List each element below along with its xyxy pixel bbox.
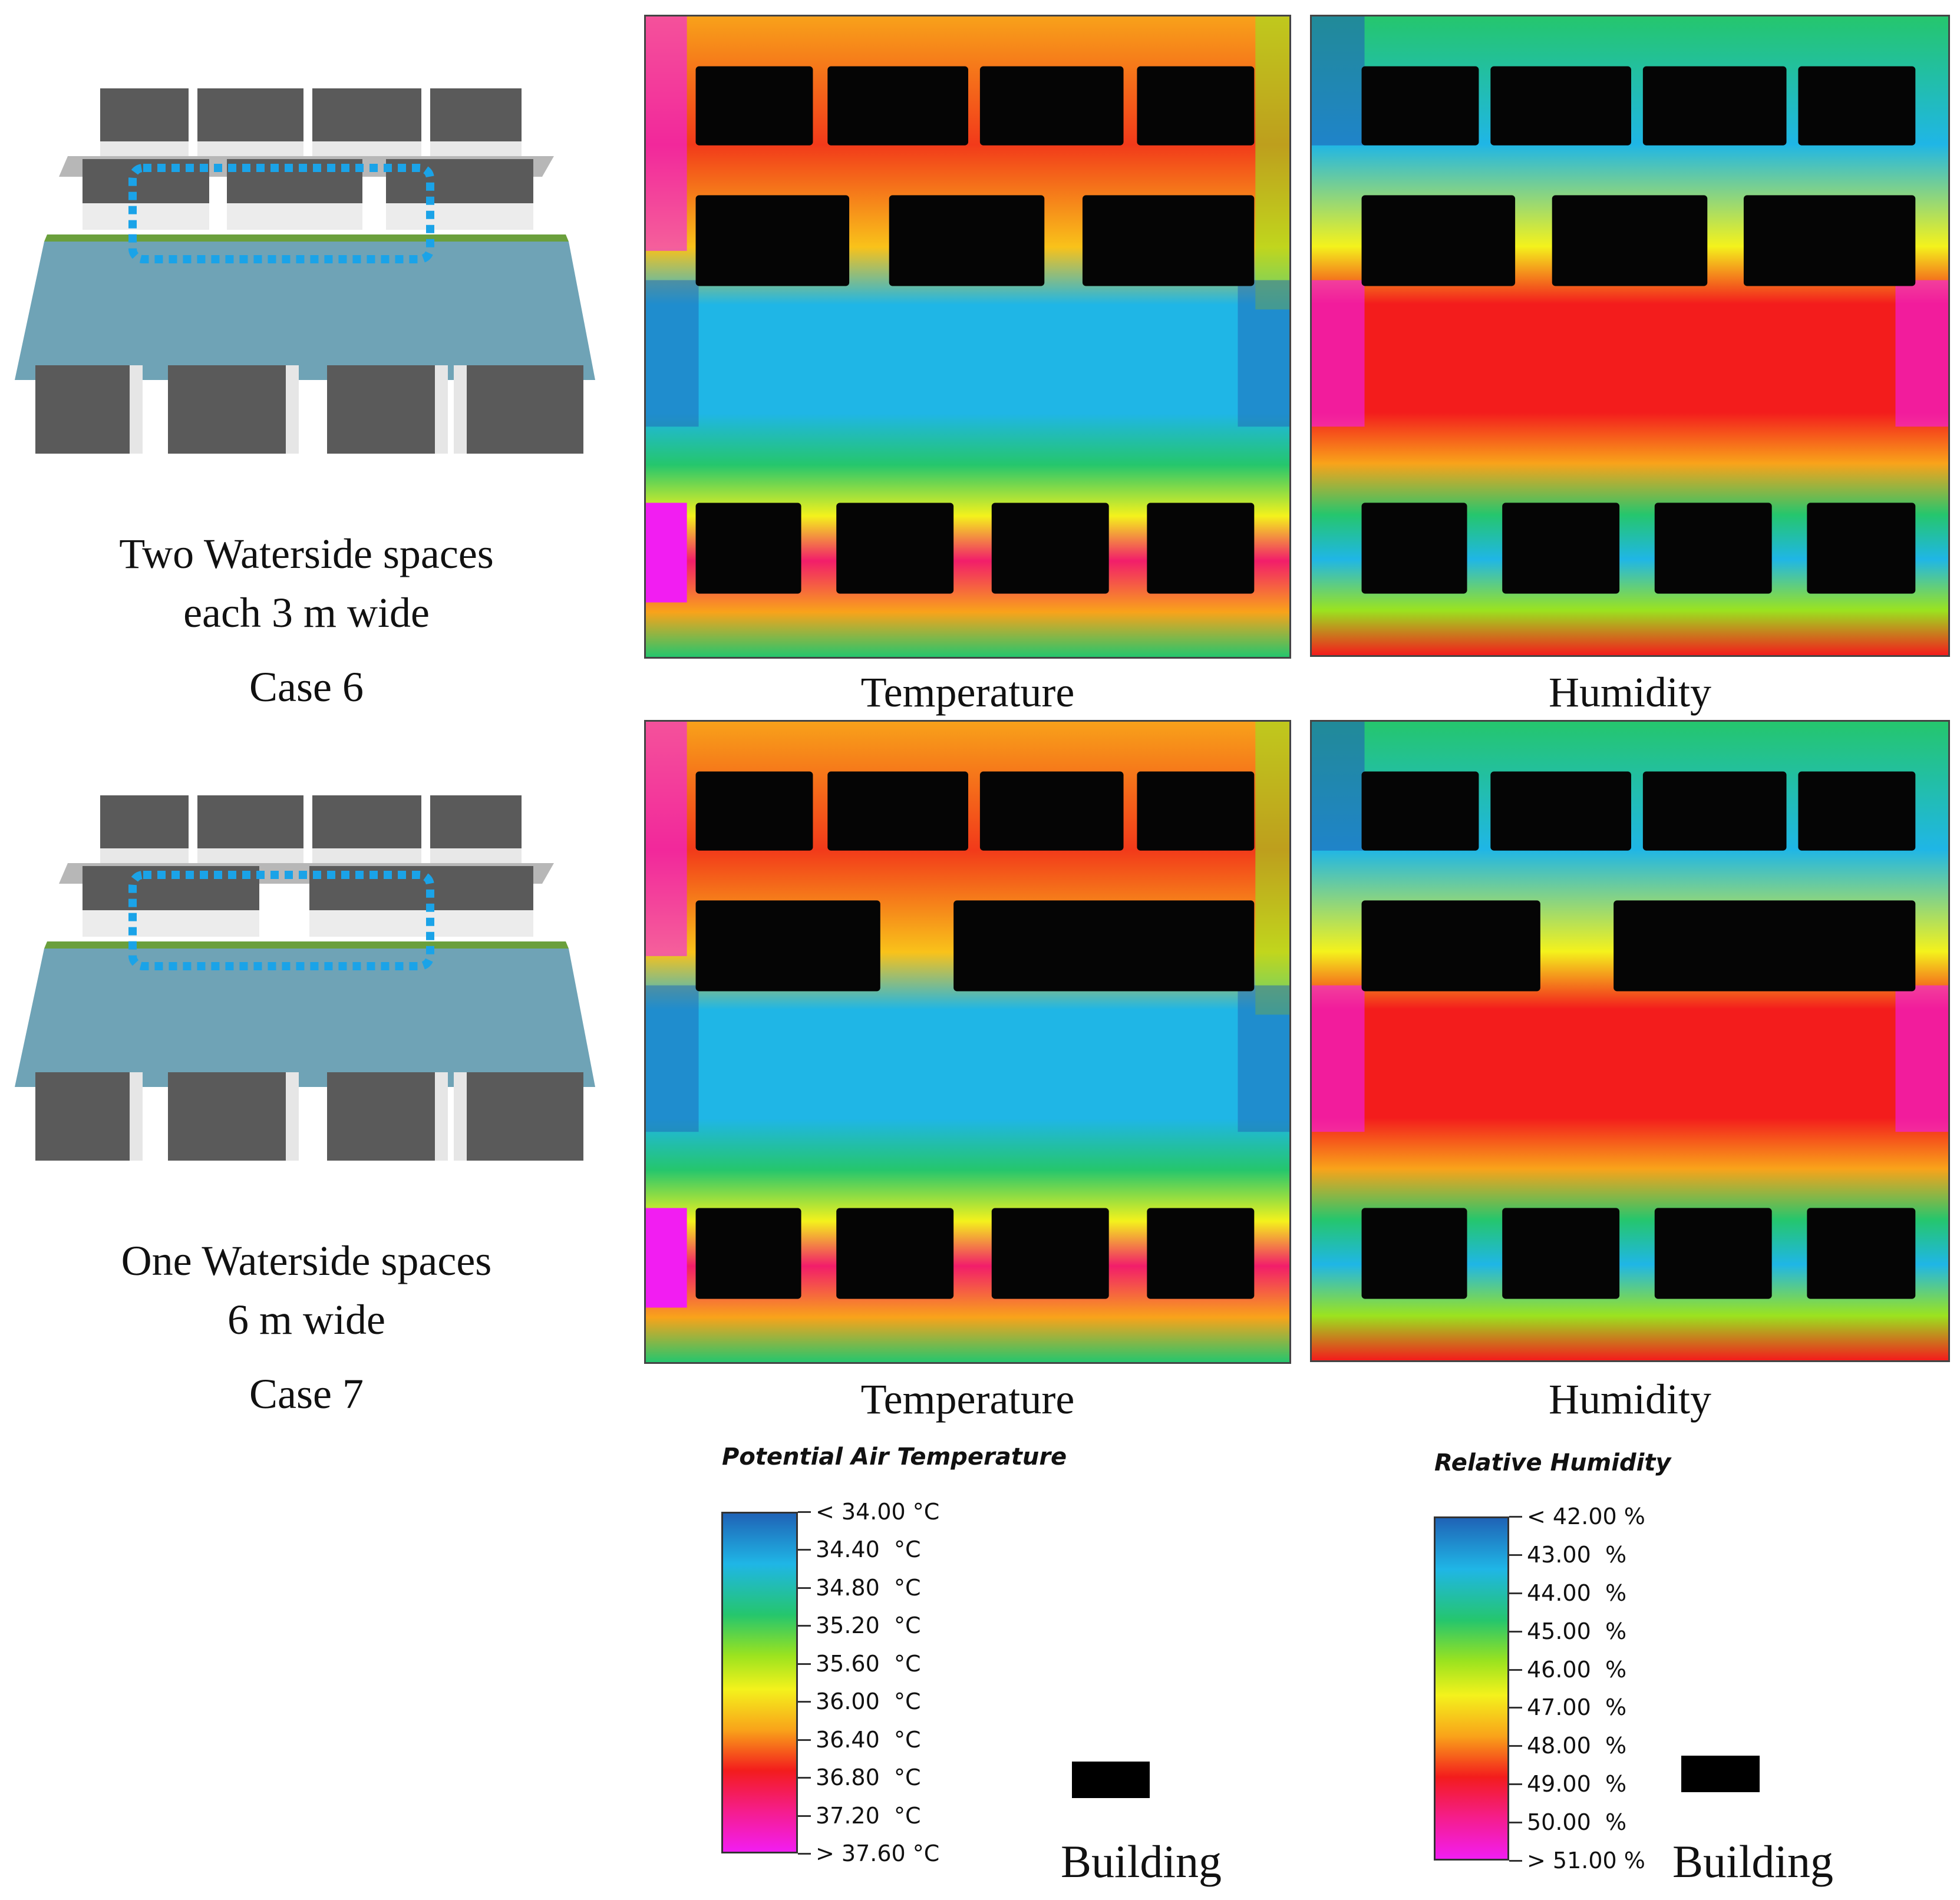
humidity-building-swatch [1681, 1756, 1760, 1792]
legend-tick-mark [1509, 1783, 1522, 1786]
case6-label: Case 6 [249, 663, 364, 711]
case7-temperature-map [644, 720, 1291, 1364]
case7-description: One Waterside spaces 6 m wide [24, 1231, 589, 1349]
waterside-outline [128, 164, 434, 263]
humidity-building-label: Building [1672, 1836, 1834, 1887]
case7-humidity-caption: Humidity [1548, 1376, 1711, 1423]
case7-model-svg [15, 795, 595, 1161]
waterside-outline [128, 871, 434, 970]
legend-tick-label: 34.80 °C [816, 1574, 921, 1601]
back-row-houses [100, 795, 522, 866]
case7-description-line1: One Waterside spaces [121, 1237, 492, 1284]
legend-tick-label: > 37.60 °C [816, 1840, 940, 1866]
legend-tick-mark [1509, 1707, 1522, 1709]
case7-temperature-svg [646, 722, 1289, 1362]
case6-description: Two Waterside spaces each 3 m wide [24, 524, 589, 642]
legend-tick-mark [798, 1739, 811, 1741]
legend-tick-label: 48.00 % [1527, 1733, 1627, 1759]
legend-tick-label: 36.40 °C [816, 1726, 921, 1753]
case7-label: Case 7 [249, 1370, 364, 1417]
legend-tick-label: 35.60 °C [816, 1650, 921, 1677]
case6-description-line2: each 3 m wide [183, 589, 430, 636]
case6-3d-model [12, 82, 601, 460]
case6-humidity-map [1310, 15, 1950, 657]
case6-temperature-caption: Temperature [860, 669, 1075, 716]
bottom-row-houses [35, 1072, 583, 1161]
legend-tick-label: 37.20 °C [816, 1802, 921, 1829]
legend-tick-mark [798, 1663, 811, 1665]
case7-humidity-svg [1312, 722, 1948, 1360]
humidity-legend-title: Relative Humidity [1434, 1449, 1671, 1476]
bottom-row-houses [35, 365, 583, 454]
legend-tick-label: 44.00 % [1527, 1580, 1627, 1606]
temperature-legend-title: Potential Air Temperature [722, 1443, 1067, 1471]
temperature-legend-colorbar [721, 1512, 798, 1853]
legend-tick-mark [798, 1853, 811, 1855]
legend-tick-label: 49.00 % [1527, 1771, 1627, 1797]
legend-tick-mark [798, 1701, 811, 1703]
legend-tick-mark [798, 1625, 811, 1627]
legend-tick-label: 43.00 % [1527, 1541, 1627, 1568]
case6-model-svg [15, 88, 595, 454]
legend-tick-mark [1509, 1554, 1522, 1556]
legend-tick-label: 45.00 % [1527, 1618, 1627, 1644]
legend-tick-mark [1509, 1668, 1522, 1671]
front-row-houses [83, 159, 533, 230]
case6-humidity-buildings [1361, 66, 1916, 594]
legend-tick-label: < 34.00 °C [816, 1499, 940, 1525]
legend-tick-mark [1509, 1860, 1522, 1862]
legend-tick-label: < 42.00 % [1527, 1504, 1645, 1529]
case7-temperature-buildings [695, 771, 1255, 1299]
temperature-building-swatch [1072, 1762, 1150, 1798]
legend-tick-label: 50.00 % [1527, 1809, 1627, 1836]
back-row-houses [100, 88, 522, 159]
case7-3d-model [12, 789, 601, 1167]
legend-tick-label: 36.80 °C [816, 1764, 921, 1791]
case6-humidity-svg [1312, 16, 1948, 655]
legend-tick-label: 34.40 °C [816, 1536, 921, 1563]
case6-temperature-svg [646, 16, 1289, 657]
legend-tick-mark [1509, 1630, 1522, 1633]
legend-tick-mark [1509, 1745, 1522, 1747]
legend-tick-mark [798, 1815, 811, 1817]
case7-humidity-buildings [1361, 771, 1916, 1299]
legend-tick-mark [1509, 1592, 1522, 1594]
legend-tick-mark [798, 1549, 811, 1551]
legend-tick-label: > 51.00 % [1527, 1848, 1645, 1873]
case6-temperature-map [644, 15, 1291, 659]
legend-tick-mark [798, 1511, 811, 1513]
legend-tick-mark [1509, 1822, 1522, 1824]
case7-description-line2: 6 m wide [227, 1296, 385, 1343]
case7-temperature-caption: Temperature [860, 1376, 1075, 1423]
legend-tick-label: 47.00 % [1527, 1694, 1627, 1721]
case6-humidity-caption: Humidity [1548, 669, 1711, 716]
legend-tick-mark [1509, 1516, 1522, 1518]
legend-tick-mark [798, 1777, 811, 1779]
case6-description-line1: Two Waterside spaces [119, 530, 494, 577]
case6-temperature-buildings [695, 66, 1255, 594]
legend-tick-label: 36.00 °C [816, 1688, 921, 1715]
legend-tick-mark [798, 1587, 811, 1589]
humidity-legend-colorbar [1434, 1516, 1509, 1861]
legend-tick-label: 35.20 °C [816, 1612, 921, 1639]
temperature-building-label: Building [1061, 1836, 1222, 1887]
legend-tick-label: 46.00 % [1527, 1656, 1627, 1683]
case7-humidity-map [1310, 720, 1950, 1362]
